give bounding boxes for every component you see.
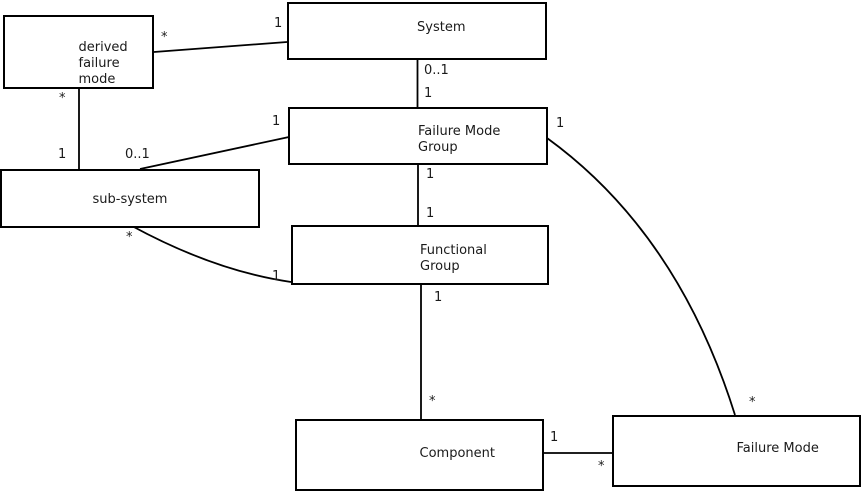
multiplicity-derived-failure-mode-sub-system-at-derived: * — [59, 91, 66, 106]
multiplicity-failure-mode-group-functional-group-at-fg: 1 — [426, 206, 435, 221]
entity-functional-group-label: Functional Group — [420, 243, 487, 274]
multiplicity-sub-system-failure-mode-group-at-group: 1 — [272, 114, 281, 129]
connector-derived-failure-mode-to-system — [153, 41, 288, 53]
entity-failure-mode: Failure Mode — [612, 415, 861, 487]
multiplicity-component-failure-mode-at-component: 1 — [550, 430, 559, 445]
entity-component-label: Component — [419, 446, 495, 461]
multiplicity-derived-failure-mode-sub-system-at-sub-system: 1 — [58, 147, 67, 162]
entity-failure-mode-group: Failure Mode Group — [288, 107, 548, 165]
multiplicity-failure-mode-group-failure-mode-at-group: 1 — [556, 116, 565, 131]
multiplicity-system-failure-mode-group-at-group: 1 — [424, 86, 433, 101]
entity-functional-group: Functional Group — [291, 225, 549, 285]
multiplicity-system-failure-mode-group-at-system: 0..1 — [424, 63, 449, 78]
multiplicity-sub-system-failure-mode-group-at-sub-system: 0..1 — [125, 147, 150, 162]
entity-system: System — [287, 2, 547, 60]
multiplicity-failure-mode-group-failure-mode-at-failure-mode: * — [749, 395, 756, 410]
connector-failure-mode-group-to-failure-mode — [546, 137, 736, 416]
entity-component: Component — [295, 419, 544, 491]
connector-sub-system-to-failure-mode-group — [139, 136, 290, 170]
multiplicity-derived-failure-mode-system-at-derived: * — [161, 30, 168, 45]
entity-derived-failure-mode: derived failure mode — [3, 15, 154, 89]
multiplicity-derived-failure-mode-system-at-system: 1 — [274, 16, 283, 31]
entity-sub-system-label: sub-system — [92, 192, 168, 207]
entity-sub-system: sub-system — [0, 169, 260, 228]
multiplicity-sub-system-functional-group-at-sub-system: * — [126, 230, 133, 245]
multiplicity-failure-mode-group-functional-group-at-fmg: 1 — [426, 167, 435, 182]
entity-system-label: System — [417, 20, 466, 35]
entity-derived-failure-mode-label: derived failure mode — [78, 40, 128, 87]
multiplicity-sub-system-functional-group-at-fg: 1 — [272, 269, 281, 284]
entity-failure-mode-label: Failure Mode — [736, 441, 819, 456]
multiplicity-component-failure-mode-at-failure-mode: * — [598, 459, 605, 474]
entity-failure-mode-group-label: Failure Mode Group — [418, 124, 501, 155]
multiplicity-functional-group-component-at-fg: 1 — [434, 290, 443, 305]
multiplicity-functional-group-component-at-component: * — [429, 394, 436, 409]
connector-sub-system-to-functional-group — [131, 225, 292, 283]
